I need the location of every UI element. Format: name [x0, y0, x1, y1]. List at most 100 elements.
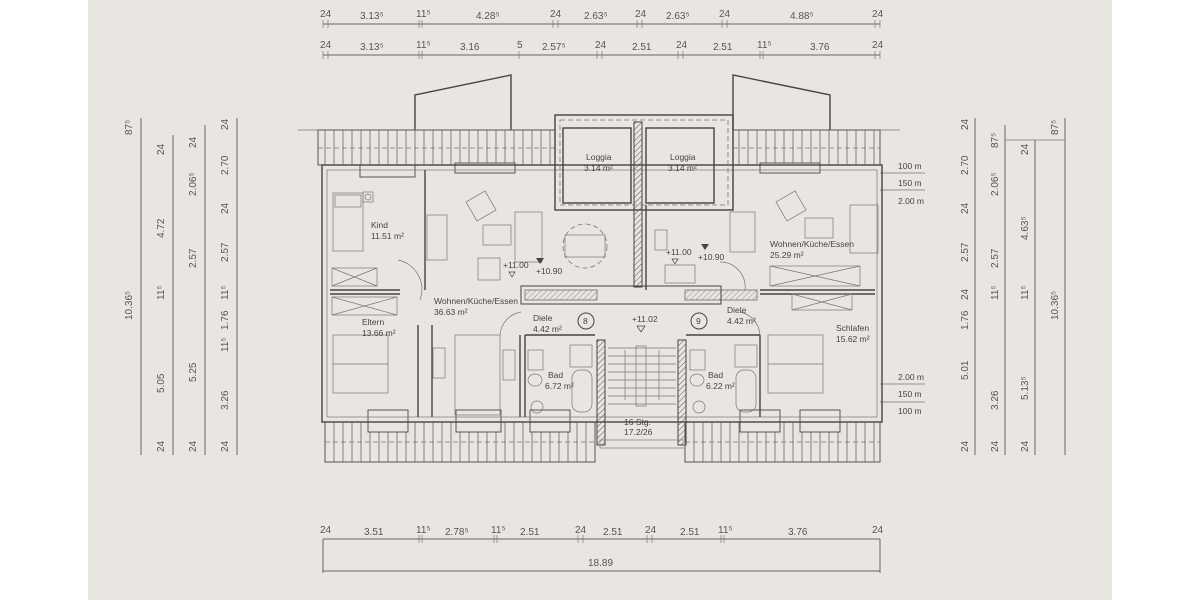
svg-text:+10.90: +10.90 [536, 266, 563, 276]
dim-label: 11⁵ [156, 285, 167, 300]
dim-label: 11⁵ [220, 285, 231, 300]
dim-label: 5 [517, 40, 523, 51]
dim-label: 2.78⁵ [445, 527, 469, 538]
dim-label: 3.16 [460, 42, 480, 53]
dim-label: 4.72 [156, 218, 167, 238]
svg-text:2.00 m: 2.00 m [898, 372, 924, 382]
dim-label: 2.63⁵ [584, 11, 608, 22]
room-area-wohnen-right: 25.29 m² [770, 250, 804, 260]
dim-label: 24 [960, 288, 971, 300]
room-area-diele-right: 4.42 m² [727, 316, 756, 326]
svg-text:+11.00: +11.00 [666, 247, 692, 257]
svg-text:+11.00: +11.00 [503, 260, 529, 270]
dim-label: 11⁵ [718, 525, 733, 536]
room-area-diele-left: 4.42 m² [533, 324, 562, 334]
dim-label: 87⁵ [990, 133, 1001, 148]
dim-label: 2.51 [520, 527, 540, 538]
dim-label: 24 [550, 9, 562, 20]
dim-label: 2.06⁵ [990, 172, 1001, 196]
dim-label: 24 [575, 525, 587, 536]
dim-label: 2.57 [220, 242, 231, 262]
dim-label: 4.28⁵ [476, 11, 500, 22]
furniture [331, 190, 879, 416]
dim-label: 11⁵ [416, 9, 431, 20]
dim-label: 3.13⁵ [360, 42, 384, 53]
roof-bands [317, 129, 881, 463]
dim-label: 2.51 [713, 42, 733, 53]
room-labels: Kind 11.51 m² Eltern 13.66 m² Wohnen/Küc… [362, 152, 870, 391]
dim-label: 5.05 [156, 373, 167, 393]
right-dimension-chains: 24 2.70 24 2.57 24 1.76 5.01 24 87⁵ 2.06… [960, 118, 1066, 455]
svg-text:16 Stg.: 16 Stg. [624, 417, 651, 427]
room-name-wohnen-right: Wohnen/Küche/Essen [770, 239, 854, 249]
dim-label: 4.88⁵ [790, 11, 814, 22]
svg-text:17.2/26: 17.2/26 [624, 427, 653, 437]
room-area-schlafen: 15.62 m² [836, 334, 870, 344]
dim-label: 24 [320, 9, 332, 20]
svg-text:100 m: 100 m [898, 406, 922, 416]
level-marks: +11.00 +10.90 +11.00 +10.90 +11.02 [503, 244, 725, 333]
dim-label: 3.13⁵ [360, 11, 384, 22]
room-name-schlafen: Schlafen [836, 323, 869, 333]
unit-number-9: 9 [696, 316, 701, 326]
svg-text:150 m: 150 m [898, 178, 922, 188]
dim-label: 2.51 [603, 527, 623, 538]
dim-label: 2.57⁵ [542, 42, 566, 53]
drawing-paper [88, 0, 1112, 600]
dim-label: 24 [1020, 143, 1031, 155]
unit-numbers: 8 9 [577, 312, 708, 330]
dim-label: 2.57 [960, 242, 971, 262]
room-name-diele-right: Diele [727, 305, 747, 315]
dim-label: 10.36⁵ [124, 291, 135, 320]
dim-label: 11⁵ [491, 525, 506, 536]
dim-label: 11⁵ [990, 285, 1001, 300]
svg-text:+11.02: +11.02 [632, 314, 658, 324]
room-name-kind: Kind [371, 220, 388, 230]
dim-label: 2.63⁵ [666, 11, 690, 22]
dim-label: 24 [872, 40, 884, 51]
dim-label: 2.06⁵ [188, 172, 199, 196]
dim-label: 11⁵ [1020, 285, 1031, 300]
dim-label: 2.57 [990, 248, 1001, 268]
dim-label: 24 [872, 9, 884, 20]
dim-label: 10.36⁵ [1050, 291, 1061, 320]
dim-label: 24 [188, 136, 199, 148]
dim-label: 1.76 [220, 310, 231, 330]
dim-label: 1.76 [960, 310, 971, 330]
dim-label: 5.01 [960, 360, 971, 380]
room-name-eltern: Eltern [362, 317, 384, 327]
dim-label: 3.76 [810, 42, 830, 53]
room-area-bad-right: 6.22 m² [706, 381, 735, 391]
dim-label: 5.25 [188, 362, 199, 382]
dim-label: 5.13⁵ [1020, 376, 1031, 400]
total-width-label: 18.89 [588, 558, 613, 569]
room-area-wohnen-left: 36.63 m² [434, 307, 468, 317]
dim-label: 24 [990, 440, 1001, 452]
dim-label: 11⁵ [416, 525, 431, 536]
room-area-loggia-right: 3.14 m² [668, 163, 697, 173]
room-name-bad-right: Bad [708, 370, 723, 380]
dormers [298, 74, 900, 131]
dim-label: 24 [320, 525, 332, 536]
dim-label: 24 [188, 440, 199, 452]
dim-label: 24 [960, 440, 971, 452]
dim-label: 87⁵ [124, 120, 135, 135]
svg-text:150 m: 150 m [898, 389, 922, 399]
left-dimension-chains: 87⁵ 10.36⁵ 24 4.72 11⁵ 5.05 24 24 2.06⁵ … [124, 118, 238, 455]
unit-number-8: 8 [583, 316, 588, 326]
dim-label: 24 [960, 202, 971, 214]
dim-label: 24 [645, 525, 657, 536]
dim-label: 2.57 [188, 248, 199, 268]
dim-label: 3.76 [788, 527, 808, 538]
dim-label: 24 [220, 202, 231, 214]
room-name-diele-left: Diele [533, 313, 553, 323]
dim-label: 2.51 [680, 527, 700, 538]
dim-label: 2.70 [220, 155, 231, 175]
dim-label: 4.63⁵ [1020, 216, 1031, 240]
dim-label: 24 [220, 118, 231, 130]
dim-label: 24 [719, 9, 731, 20]
bottom-dimension-chains: 24 3.51 11⁵ 2.78⁵ 11⁵ 2.51 24 2.51 24 2.… [320, 525, 884, 573]
dim-label: 3.26 [220, 390, 231, 410]
dim-label: 11⁵ [220, 337, 231, 352]
